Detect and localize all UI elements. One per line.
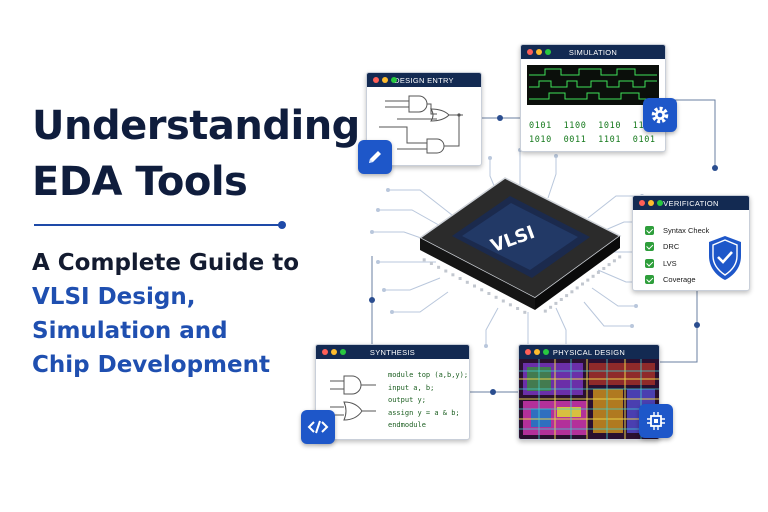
window-controls bbox=[525, 349, 549, 355]
verilog-code: module top (a,b,y); input a, b; output y… bbox=[388, 369, 468, 432]
code-line: endmodule bbox=[388, 421, 426, 429]
subtitle-line-4: Chip Development bbox=[32, 352, 270, 378]
window-controls bbox=[639, 200, 663, 206]
code-line: module top (a,b,y); bbox=[388, 371, 469, 379]
check-list: Syntax Check DRC LVS Coverage bbox=[645, 222, 709, 288]
panel-titlebar: SYNTHESIS bbox=[316, 345, 469, 359]
gate-schematic bbox=[330, 375, 376, 421]
subtitle: A Complete Guide to VLSI Design, Simulat… bbox=[32, 246, 299, 382]
code-line: assign y = a & b; bbox=[388, 408, 460, 417]
check-item: Coverage bbox=[645, 272, 709, 289]
simulation-body: 0101 1100 1010 1110 1010 0011 1101 0101 bbox=[521, 59, 665, 151]
subtitle-line-2: VLSI Design, bbox=[32, 284, 196, 310]
window-controls bbox=[322, 349, 346, 355]
layout-view bbox=[519, 359, 659, 439]
window-controls bbox=[527, 49, 551, 55]
code-line: output y; bbox=[388, 396, 426, 404]
layout-graphic bbox=[519, 359, 659, 439]
shield-check-icon bbox=[709, 236, 741, 280]
panel-titlebar: VERIFICATION bbox=[633, 196, 749, 210]
synthesis-panel: SYNTHESIS module top (a,b,y); input a, b… bbox=[315, 344, 470, 440]
checkbox-checked-icon bbox=[645, 225, 654, 235]
subtitle-line-1: A Complete Guide to bbox=[32, 250, 300, 276]
verification-title: VERIFICATION bbox=[663, 198, 719, 208]
title-line-2: EDA Tools bbox=[32, 159, 248, 205]
gear-icon bbox=[643, 98, 677, 132]
window-controls bbox=[373, 77, 397, 83]
logic-schematic bbox=[379, 95, 463, 154]
panel-titlebar: DESIGN ENTRY bbox=[367, 73, 481, 87]
main-title: Understanding EDA Tools bbox=[32, 98, 360, 210]
simulation-title: SIMULATION bbox=[568, 47, 618, 57]
design-entry-canvas bbox=[367, 87, 481, 165]
verification-panel: VERIFICATION Syntax Check DRC LVS Covera… bbox=[632, 195, 750, 291]
check-item: DRC bbox=[645, 239, 709, 256]
code-line: input a, b; bbox=[388, 383, 435, 392]
synthesis-title: SYNTHESIS bbox=[369, 347, 416, 357]
physical-design-title: PHYSICAL DESIGN bbox=[552, 347, 626, 357]
waveform-display bbox=[527, 65, 659, 105]
simulation-panel: SIMULATION 0101 1100 1010 1110 1010 0011… bbox=[520, 44, 666, 152]
divider-dot bbox=[278, 221, 286, 229]
pencil-icon bbox=[358, 140, 392, 174]
title-divider bbox=[34, 224, 282, 226]
title-line-1: Understanding bbox=[32, 103, 360, 149]
subtitle-line-3: Simulation and bbox=[32, 318, 228, 344]
synthesis-body: module top (a,b,y); input a, b; output y… bbox=[316, 359, 469, 439]
checkbox-checked-icon bbox=[645, 242, 654, 252]
checkbox-checked-icon bbox=[645, 275, 654, 285]
design-entry-title: DESIGN ENTRY bbox=[394, 75, 454, 85]
vlsi-chip-icon bbox=[418, 177, 622, 310]
check-item: LVS bbox=[645, 255, 709, 272]
panel-titlebar: SIMULATION bbox=[521, 45, 665, 59]
bits-row-2: 1010 0011 1101 0101 bbox=[529, 135, 656, 145]
check-item: Syntax Check bbox=[645, 222, 709, 239]
checkbox-checked-icon bbox=[645, 258, 654, 268]
verification-body: Syntax Check DRC LVS Coverage bbox=[633, 210, 749, 290]
bits-row-1: 0101 1100 1010 1110 bbox=[529, 121, 656, 131]
chip-icon bbox=[639, 404, 673, 438]
panel-titlebar: PHYSICAL DESIGN bbox=[519, 345, 659, 359]
code-icon bbox=[301, 410, 335, 444]
chip-pins bbox=[422, 255, 622, 314]
